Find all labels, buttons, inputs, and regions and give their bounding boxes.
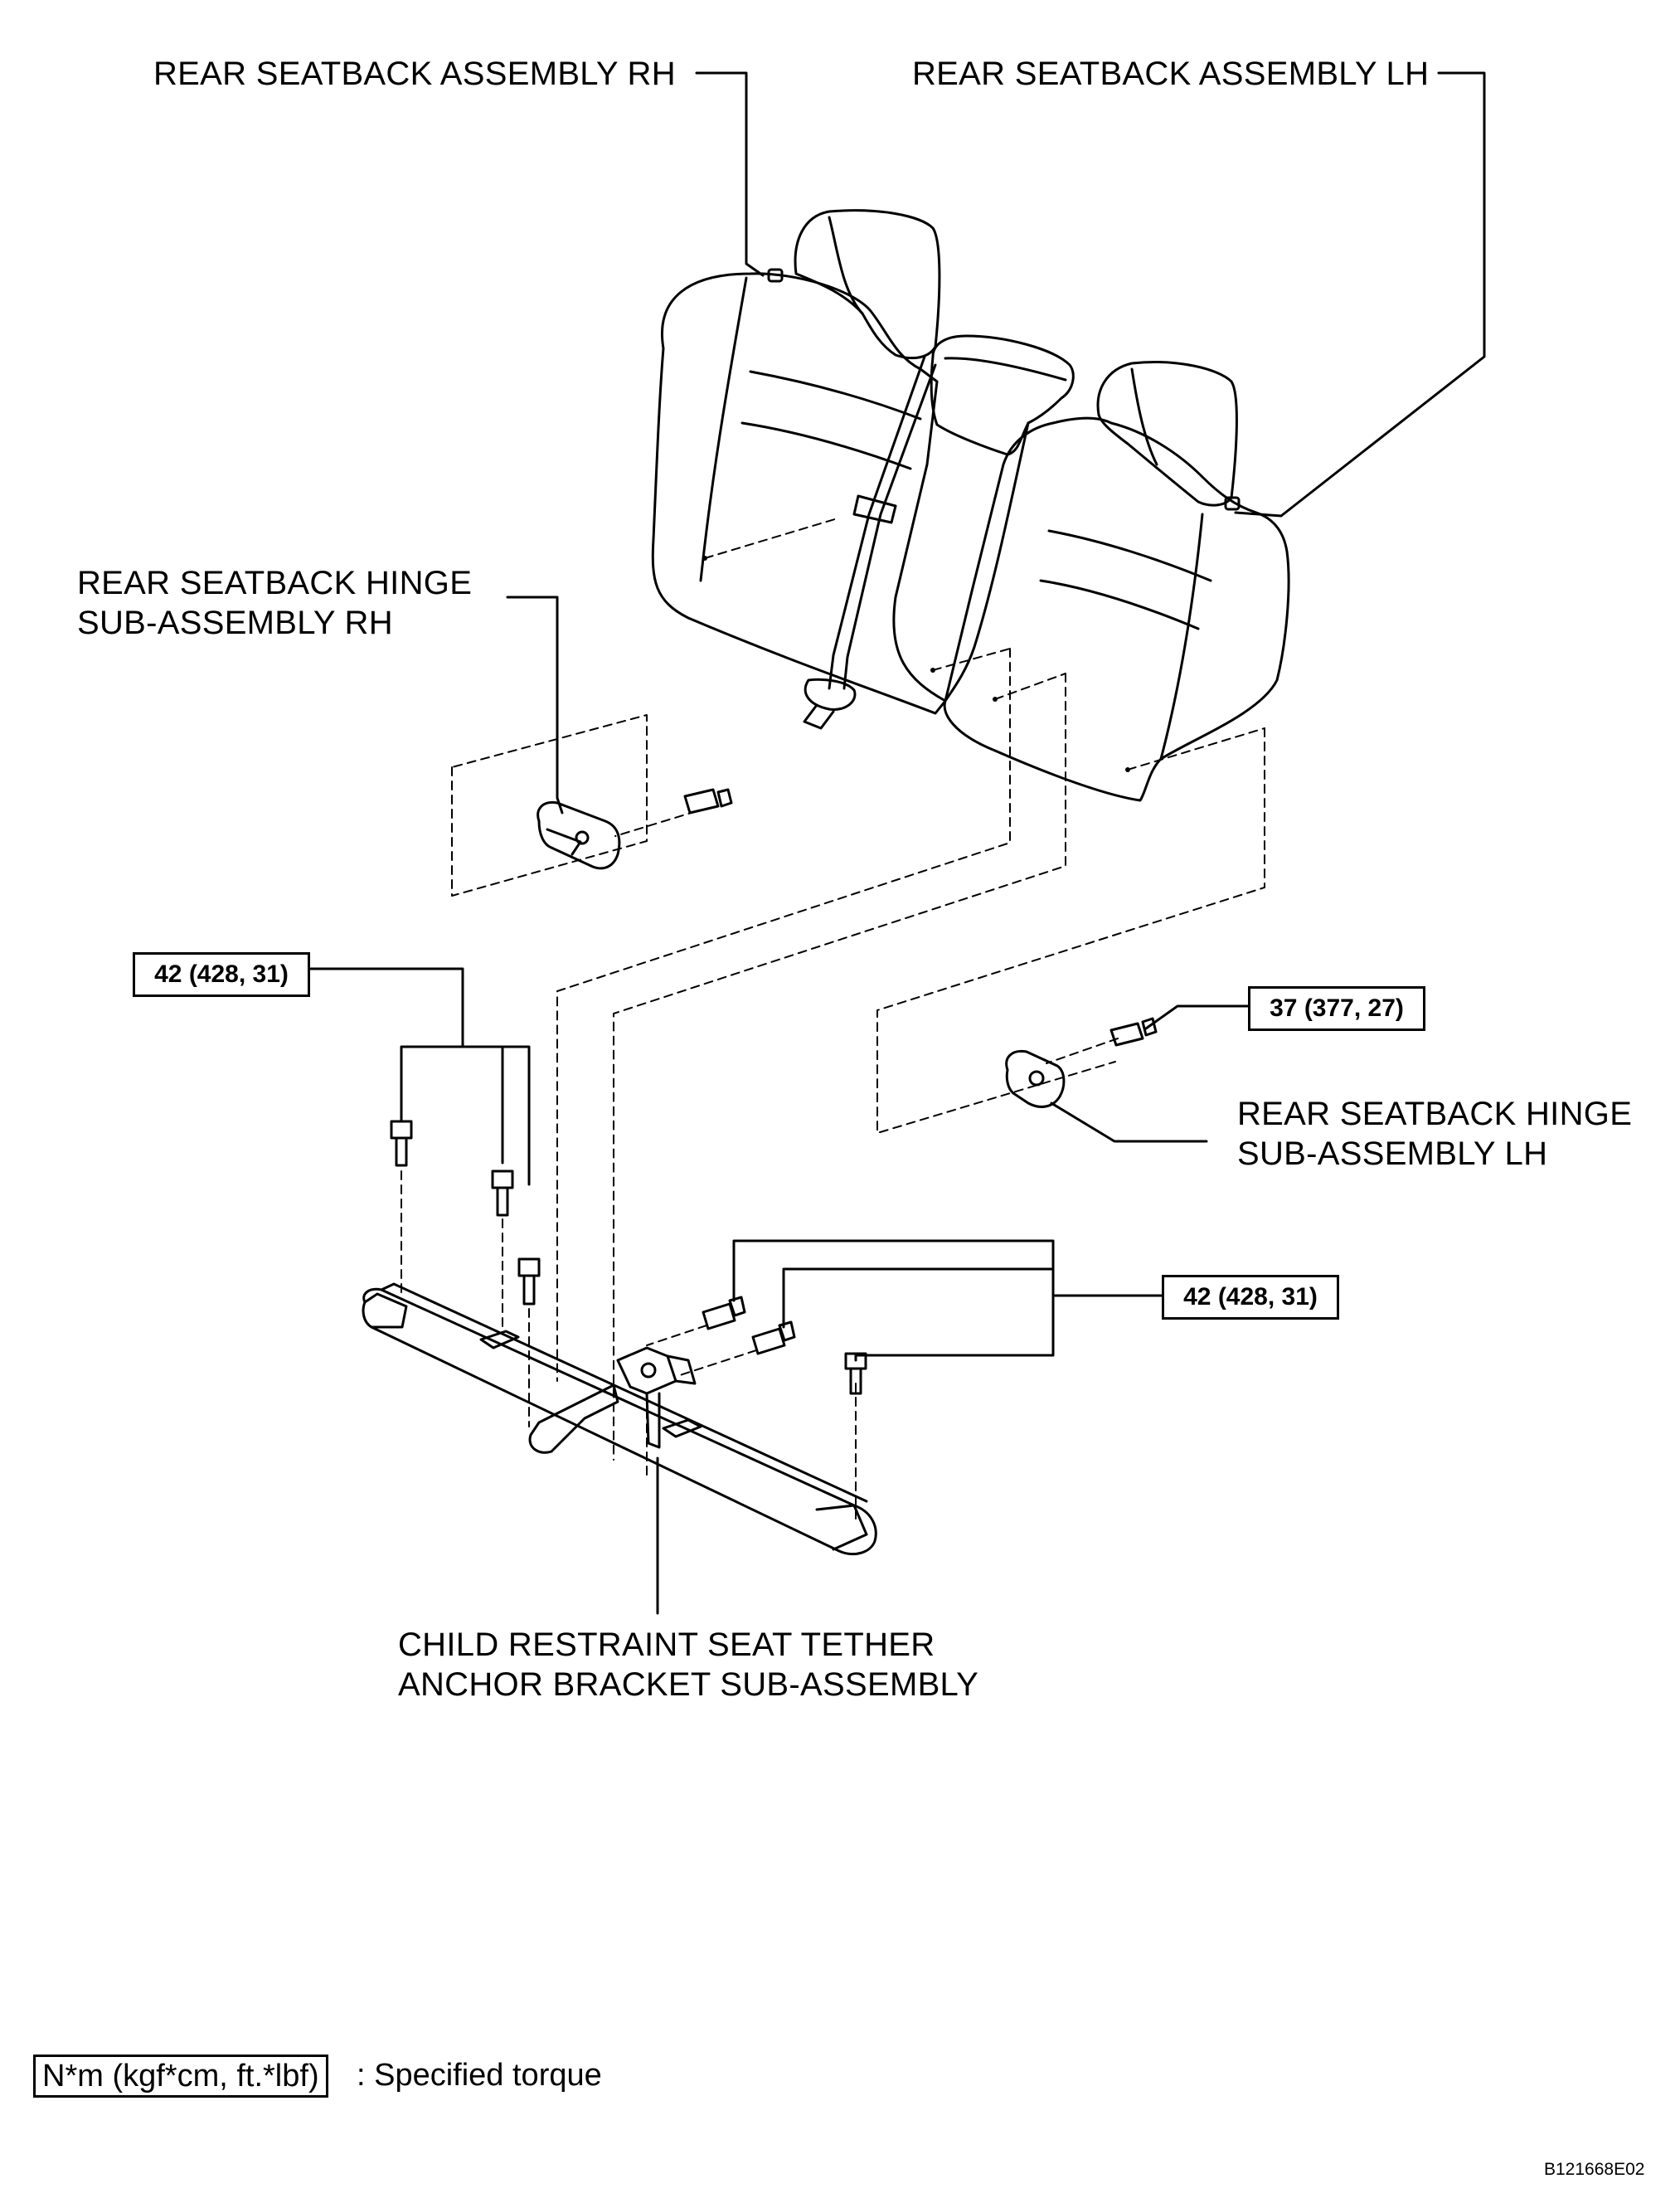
center-armrest <box>930 334 1075 703</box>
rear-seatback-lh <box>943 361 1290 802</box>
seatback-rh-outline <box>651 272 947 715</box>
bolt-right-3 <box>844 1352 867 1395</box>
dash-center-top <box>932 648 1011 671</box>
bracket-end-right <box>815 1504 868 1551</box>
seatback-rh-stitch1 <box>749 370 922 421</box>
bracket-arm-center-plate <box>666 1354 697 1385</box>
headrest-rh-post <box>767 268 784 283</box>
bolt-hinge-lh-shank <box>1109 1017 1158 1047</box>
leader-torque-lh <box>1144 1004 1250 1030</box>
bracket-arm-left <box>528 1383 619 1454</box>
leader-torque-left <box>307 967 464 1048</box>
bracket-arm-center-tab <box>645 1392 661 1449</box>
leader-hinge-lh <box>1050 1101 1208 1143</box>
leader-lines <box>307 71 1486 1615</box>
center-armrest-outline <box>930 334 1075 456</box>
seat-belt <box>803 355 937 730</box>
torque-box-left: 42 (428, 31) <box>133 952 310 997</box>
torque-box-right: 42 (428, 31) <box>1162 1275 1339 1320</box>
seatback-lh-side <box>1159 513 1204 761</box>
bracket-arm-center <box>616 1346 677 1395</box>
bolts-right-group <box>702 1296 867 1395</box>
legend-unit-box: N*m (kgf*cm, ft.*lbf) <box>33 2055 328 2098</box>
hinge-rh-part <box>537 800 621 870</box>
dash-center-to-bracket-1 <box>556 648 1011 1382</box>
hinge-rh-hole <box>575 830 590 845</box>
leader-hinge-rh <box>506 596 564 815</box>
seatback-rh-stitch2 <box>740 421 912 470</box>
bolts-left-group <box>390 1120 541 1306</box>
seatback-lh-outline <box>943 416 1290 802</box>
hinge-lh-body <box>1005 1049 1066 1108</box>
label-bracket-line1: CHILD RESTRAINT SEAT TETHER <box>398 1627 935 1663</box>
leader-seatback-rh <box>695 71 765 277</box>
bolt-left-2 <box>491 1170 514 1217</box>
dash-lh-top <box>1127 727 1265 771</box>
label-hinge-lh-line2: SUB-ASSEMBLY LH <box>1237 1135 1548 1172</box>
headrest-rh-seam <box>828 216 864 315</box>
headrest-lh <box>1096 361 1238 507</box>
label-seatback-rh: REAR SEATBACK ASSEMBLY RH <box>153 56 676 92</box>
dash-center-to-bracket-2 <box>613 673 1066 1461</box>
label-bracket-line2: ANCHOR BRACKET SUB-ASSEMBLY <box>398 1666 979 1703</box>
bracket-pad-2 <box>662 1418 702 1438</box>
bolt-hinge-lh <box>1109 1017 1158 1047</box>
label-hinge-rh-line2: SUB-ASSEMBLY RH <box>77 605 393 641</box>
hinge-lh-hole <box>1028 1070 1045 1087</box>
dash-hinge-lh-bolt <box>1046 1038 1119 1064</box>
dash-bolt-c2 <box>679 1349 757 1376</box>
belt-strap <box>828 355 937 690</box>
bolt-left-1 <box>390 1120 413 1167</box>
bolt-hinge-rh <box>683 788 733 815</box>
bolt-left-3 <box>517 1257 541 1306</box>
leader-torque-left-branches <box>400 1045 531 1186</box>
leader-seatback-lh <box>1234 71 1486 518</box>
legend-description: : Specified torque <box>357 2058 602 2093</box>
dash-bolt-c1 <box>646 1325 707 1346</box>
center-armrest-top <box>944 357 1067 382</box>
label-seatback-lh: REAR SEATBACK ASSEMBLY LH <box>912 56 1430 92</box>
bolt-right-1 <box>702 1296 746 1330</box>
bolt-hinge-rh-shank <box>683 788 733 815</box>
bolt-right-2 <box>751 1320 796 1355</box>
bracket-bar <box>362 1287 877 1555</box>
seatback-lh-stitch1 <box>1047 529 1212 582</box>
bracket-pad-1 <box>479 1330 520 1349</box>
rear-seatback-rh <box>651 209 947 715</box>
hinge-rh-body <box>537 800 621 870</box>
bracket-hole <box>640 1362 657 1379</box>
headrest-lh-post <box>1224 496 1241 511</box>
hinge-rh-flange <box>546 828 582 856</box>
seatback-rh-side <box>699 276 748 582</box>
belt-guide <box>852 494 897 524</box>
alignment-dots <box>702 556 1130 772</box>
dash-center-top2 <box>994 673 1066 700</box>
label-hinge-rh-line1: REAR SEATBACK HINGE <box>77 565 473 601</box>
belt-buckle <box>803 678 857 730</box>
dashed-alignment-lines <box>401 518 1265 1523</box>
dash-seat-rh-point <box>704 518 838 559</box>
center-seatback-edge <box>944 421 1030 703</box>
tether-anchor-bracket <box>362 1282 877 1555</box>
bracket-bar-top <box>380 1282 868 1503</box>
bracket-end-left <box>363 1292 408 1329</box>
leader-torque-right-bracket-inner <box>782 1267 1055 1329</box>
torque-box-lh-hinge: 37 (377, 27) <box>1248 986 1425 1031</box>
figure-code: B121668E02 <box>1544 2160 1645 2179</box>
dash-hinge-rh-frame <box>451 714 648 897</box>
hinge-lh-part <box>1005 1049 1066 1108</box>
headrest-lh-seam <box>1130 367 1158 466</box>
dash-lh-frame <box>876 727 1265 1134</box>
label-hinge-lh-line1: REAR SEATBACK HINGE <box>1237 1096 1633 1132</box>
headrest-rh <box>794 209 941 360</box>
leader-torque-right-bracket <box>732 1239 1055 1362</box>
seatback-lh-stitch2 <box>1039 579 1200 630</box>
dash-hinge-rh-bolt <box>614 810 697 837</box>
